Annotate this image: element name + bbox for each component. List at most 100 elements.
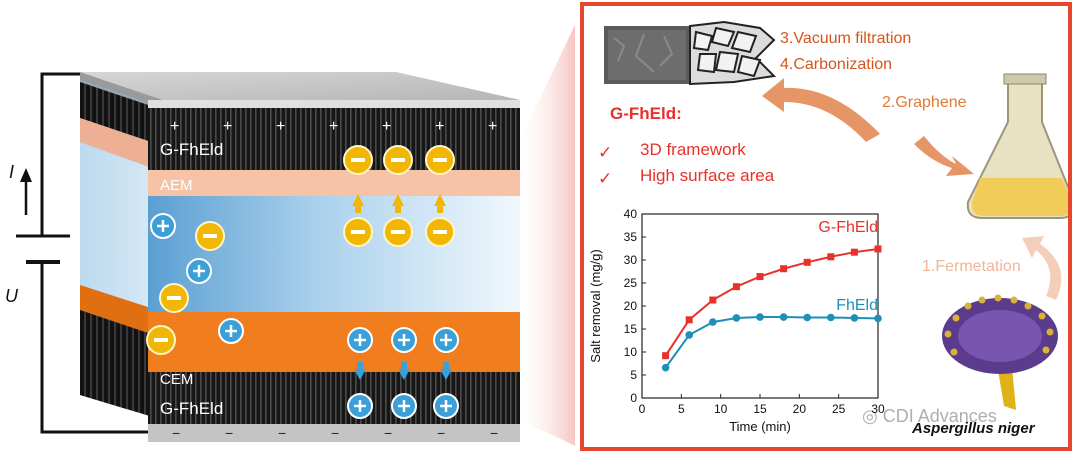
- cem-band: [148, 312, 520, 372]
- y-tick-label: 25: [624, 276, 638, 290]
- x-tick-label: 5: [678, 402, 685, 416]
- minus-sign: −: [172, 425, 180, 441]
- y-tick-label: 40: [624, 207, 638, 221]
- data-point: [662, 352, 670, 360]
- cation-icon-row-upper: [347, 327, 459, 353]
- data-point: [756, 313, 764, 321]
- electrode-top-front: [148, 108, 520, 170]
- step1-label: 1.Fermetation: [922, 258, 1021, 275]
- data-point: [756, 273, 764, 281]
- callout-wedge: [520, 24, 575, 446]
- side-cem: [80, 285, 163, 338]
- free-ion-icons: [146, 213, 244, 355]
- material-title: G-FhEld:: [610, 104, 682, 123]
- x-tick-label: 25: [832, 402, 846, 416]
- process-panel: ✓ ✓ 3.Vacuum filtration 4.Carbonization …: [580, 2, 1072, 451]
- series-line-FhEld: [664, 316, 879, 369]
- plus-sign: +: [488, 118, 497, 135]
- data-point: [803, 313, 811, 322]
- side-electrode-bottom: [80, 310, 163, 420]
- external-circuit: [40, 72, 148, 434]
- y-axis-label: Salt removal (mg/g): [588, 249, 603, 362]
- anion-icon-row-upper: [343, 145, 455, 175]
- anion-icon-row-lower: [343, 217, 455, 247]
- cation-icon-row-lower: [347, 393, 459, 419]
- plus-sign: +: [382, 118, 391, 135]
- y-tick-label: 35: [624, 230, 638, 244]
- carbon-sheet-image: [604, 26, 690, 84]
- voltage-symbol: U: [5, 286, 19, 306]
- feature-3d-framework: 3D framework: [640, 140, 746, 159]
- plus-sign: +: [276, 118, 285, 135]
- cation-arrow-icons: [354, 362, 452, 380]
- step3-label: 3.Vacuum filtration: [780, 30, 912, 47]
- flask-image: [966, 73, 1068, 219]
- x-tick-label: 20: [793, 402, 807, 416]
- data-point: [709, 318, 717, 326]
- data-point: [803, 258, 811, 266]
- aspergillus-image: [942, 294, 1058, 410]
- minus-sign: −: [490, 425, 498, 441]
- data-point: [780, 265, 788, 273]
- minus-sign: −: [437, 425, 445, 441]
- series-line-G-FhEld: [664, 247, 879, 357]
- x-tick-label: 0: [639, 402, 646, 416]
- minus-sign: −: [384, 425, 392, 441]
- watermark-icon: ◎: [862, 406, 878, 426]
- water-channel: [148, 196, 520, 312]
- electrode-top-label: G-FhEld: [160, 140, 223, 159]
- check-icon: ✓: [598, 143, 612, 162]
- top-lid: [80, 72, 520, 100]
- x-axis-label: Time (min): [729, 419, 791, 434]
- data-point: [732, 314, 741, 322]
- watermark: ◎ CDI Advances: [862, 406, 997, 427]
- framework-image: [689, 20, 777, 86]
- y-tick-label: 0: [630, 391, 637, 405]
- side-aem: [80, 118, 163, 172]
- collector-top: [148, 100, 520, 108]
- data-point: [850, 248, 858, 256]
- y-tick-label: 20: [624, 299, 638, 313]
- electrode-bottom-front: [148, 372, 520, 424]
- legend-label: FhEld: [836, 297, 878, 314]
- data-point: [850, 314, 859, 322]
- minus-sign: −: [225, 425, 233, 441]
- current-symbol: I: [9, 162, 14, 182]
- watermark-text: CDI Advances: [882, 406, 997, 426]
- top-lid-side: [80, 72, 163, 108]
- cdi-cell-diagram: G-FhEld AEM CEM G-FhEld +++++++ −−−−−−− …: [5, 24, 575, 446]
- process-arrow-icons: [762, 78, 1062, 300]
- minus-sign: −: [278, 425, 286, 441]
- step4-label: 4.Carbonization: [780, 56, 893, 73]
- data-point: [732, 283, 740, 291]
- negative-signs: −−−−−−−: [172, 425, 498, 441]
- data-point: [709, 296, 717, 304]
- legend-label: G-FhEld: [818, 219, 878, 236]
- data-point: [685, 316, 693, 324]
- data-point: [779, 313, 788, 321]
- cem-label: CEM: [160, 371, 193, 388]
- feature-surface-area: High surface area: [640, 166, 775, 185]
- data-point: [685, 331, 693, 339]
- side-water: [80, 142, 163, 312]
- organism-label: Aspergillus niger: [912, 420, 1035, 437]
- data-point: [874, 314, 882, 323]
- data-point: [874, 245, 882, 253]
- electrode-bottom-label: G-FhEld: [160, 399, 223, 418]
- check-icon: ✓: [598, 169, 612, 188]
- minus-sign: −: [331, 425, 339, 441]
- collector-bottom: [148, 424, 520, 442]
- y-tick-label: 15: [624, 322, 638, 336]
- x-tick-label: 30: [871, 402, 885, 416]
- step2-label: 2.Graphene: [882, 94, 967, 111]
- plus-sign: +: [223, 118, 232, 135]
- aem-label: AEM: [160, 177, 193, 194]
- data-point: [661, 363, 670, 372]
- x-tick-label: 15: [753, 402, 767, 416]
- aem-band: [148, 170, 520, 196]
- anion-arrow-icons: [352, 194, 446, 213]
- data-point: [827, 313, 835, 322]
- plus-sign: +: [435, 118, 444, 135]
